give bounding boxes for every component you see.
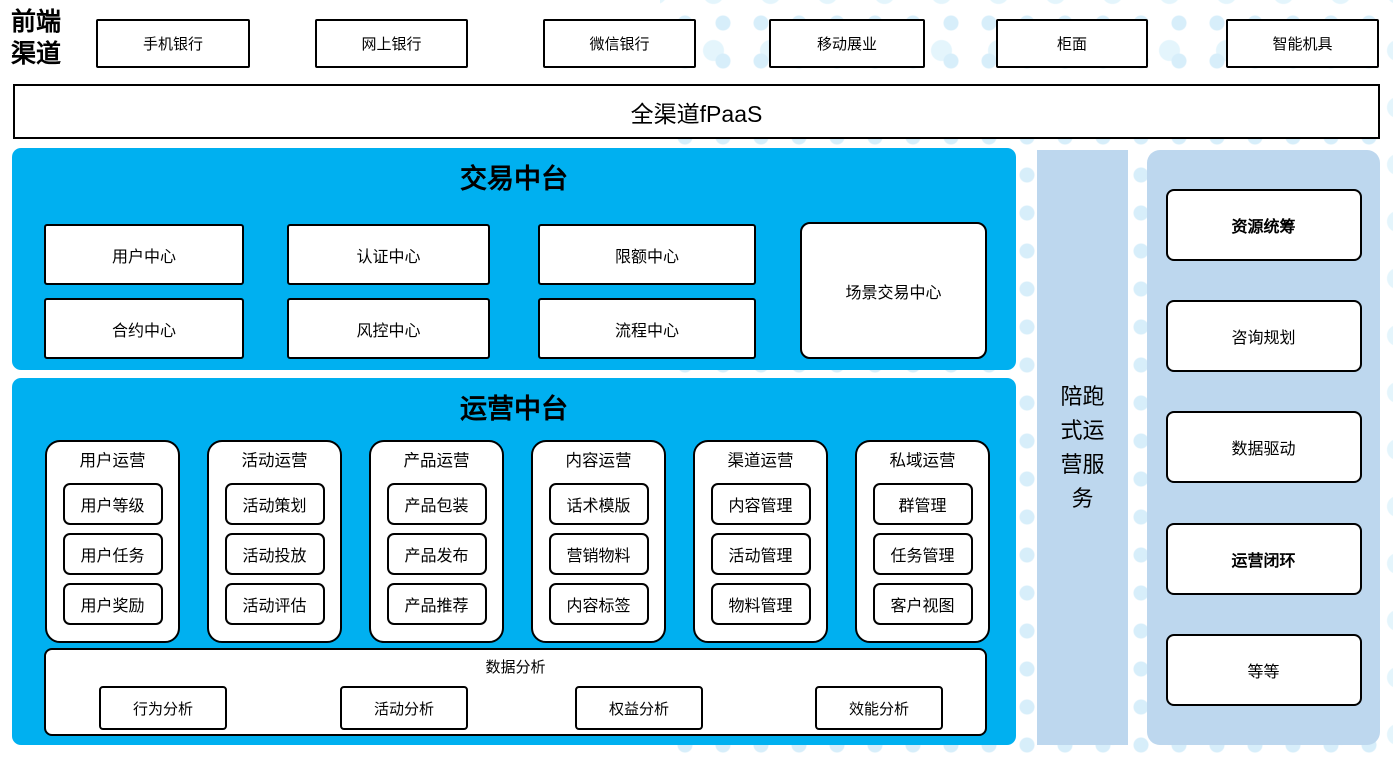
operations-platform-panel: 运营中台 用户运营 用户等级 用户任务 用户奖励 活动运营 活动策划 活动投放 … <box>12 378 1016 745</box>
right-panel-box-1: 咨询规划 <box>1165 300 1362 373</box>
operations-panel-title: 运营中台 <box>460 394 568 424</box>
channel-box-counter: 柜面 <box>996 19 1148 68</box>
ops-item: 活动策划 <box>224 483 325 525</box>
ops-card-title: 产品运营 <box>403 452 470 470</box>
ops-item: 产品发布 <box>386 533 487 575</box>
ops-card-channel-operations: 渠道运营 内容管理 活动管理 物料管理 <box>693 440 828 643</box>
channel-box-mobile-sales: 移动展业 <box>769 19 925 68</box>
right-panel-box-2: 数据驱动 <box>1165 411 1362 484</box>
ops-item: 内容标签 <box>548 583 649 625</box>
trading-box-contract-center: 合约中心 <box>44 298 244 359</box>
right-panel-box-4: 等等 <box>1165 633 1362 706</box>
channel-box-mobile-banking: 手机银行 <box>96 19 250 68</box>
data-analysis-title: 数据分析 <box>485 659 546 676</box>
ops-item: 活动管理 <box>710 533 811 575</box>
fpaas-bar: 全渠道fPaaS <box>13 84 1380 139</box>
ops-card-title: 内容运营 <box>565 452 632 470</box>
trading-box-process-center: 流程中心 <box>538 298 756 359</box>
ops-item: 用户任务 <box>62 533 163 575</box>
ops-card-private-domain-operations: 私域运营 群管理 任务管理 客户视图 <box>855 440 990 643</box>
ops-item: 任务管理 <box>872 533 973 575</box>
ops-item: 用户等级 <box>62 483 163 525</box>
right-panel-box-3: 运营闭环 <box>1165 522 1362 595</box>
analysis-box-activity: 活动分析 <box>340 686 468 730</box>
right-panel-box-0: 资源统筹 <box>1165 189 1362 262</box>
ops-card-title: 用户运营 <box>79 452 146 470</box>
channel-box-wechat-banking: 微信银行 <box>543 19 696 68</box>
ops-item: 产品包装 <box>386 483 487 525</box>
ops-card-content-operations: 内容运营 话术模版 营销物料 内容标签 <box>531 440 666 643</box>
accompany-service-panel: 资源统筹 咨询规划 数据驱动 运营闭环 等等 <box>1147 150 1380 745</box>
ops-card-product-operations: 产品运营 产品包装 产品发布 产品推荐 <box>369 440 504 643</box>
accompany-service-strip-label: 陪跑式运营服务 <box>1060 383 1105 511</box>
analysis-box-efficiency: 效能分析 <box>815 686 943 730</box>
channel-box-online-banking: 网上银行 <box>315 19 468 68</box>
analysis-box-behavior: 行为分析 <box>99 686 227 730</box>
trading-box-scene-trading-center: 场景交易中心 <box>800 222 987 359</box>
analysis-box-rights: 权益分析 <box>575 686 703 730</box>
ops-item: 客户视图 <box>872 583 973 625</box>
ops-item: 话术模版 <box>548 483 649 525</box>
ops-card-activity-operations: 活动运营 活动策划 活动投放 活动评估 <box>207 440 342 643</box>
trading-panel-title: 交易中台 <box>460 164 568 194</box>
data-analysis-section: 数据分析 行为分析 活动分析 权益分析 效能分析 <box>44 648 987 736</box>
ops-card-title: 活动运营 <box>241 452 308 470</box>
trading-box-limit-center: 限额中心 <box>538 224 756 285</box>
ops-item: 活动投放 <box>224 533 325 575</box>
trading-box-auth-center: 认证中心 <box>287 224 490 285</box>
ops-item: 群管理 <box>872 483 973 525</box>
ops-item: 用户奖励 <box>62 583 163 625</box>
front-channels-label: 前端渠道 <box>10 9 61 68</box>
ops-item: 活动评估 <box>224 583 325 625</box>
ops-item: 内容管理 <box>710 483 811 525</box>
ops-card-user-operations: 用户运营 用户等级 用户任务 用户奖励 <box>45 440 180 643</box>
ops-item: 产品推荐 <box>386 583 487 625</box>
trading-platform-panel: 交易中台 用户中心 认证中心 限额中心 合约中心 风控中心 流程中心 场景交易中… <box>12 148 1016 370</box>
ops-item: 物料管理 <box>710 583 811 625</box>
trading-box-user-center: 用户中心 <box>44 224 244 285</box>
ops-card-title: 渠道运营 <box>727 452 794 470</box>
channel-box-smart-devices: 智能机具 <box>1226 19 1379 68</box>
trading-box-risk-center: 风控中心 <box>287 298 490 359</box>
ops-card-title: 私域运营 <box>889 452 956 470</box>
accompany-service-strip: 陪跑式运营服务 <box>1037 150 1128 745</box>
ops-item: 营销物料 <box>548 533 649 575</box>
